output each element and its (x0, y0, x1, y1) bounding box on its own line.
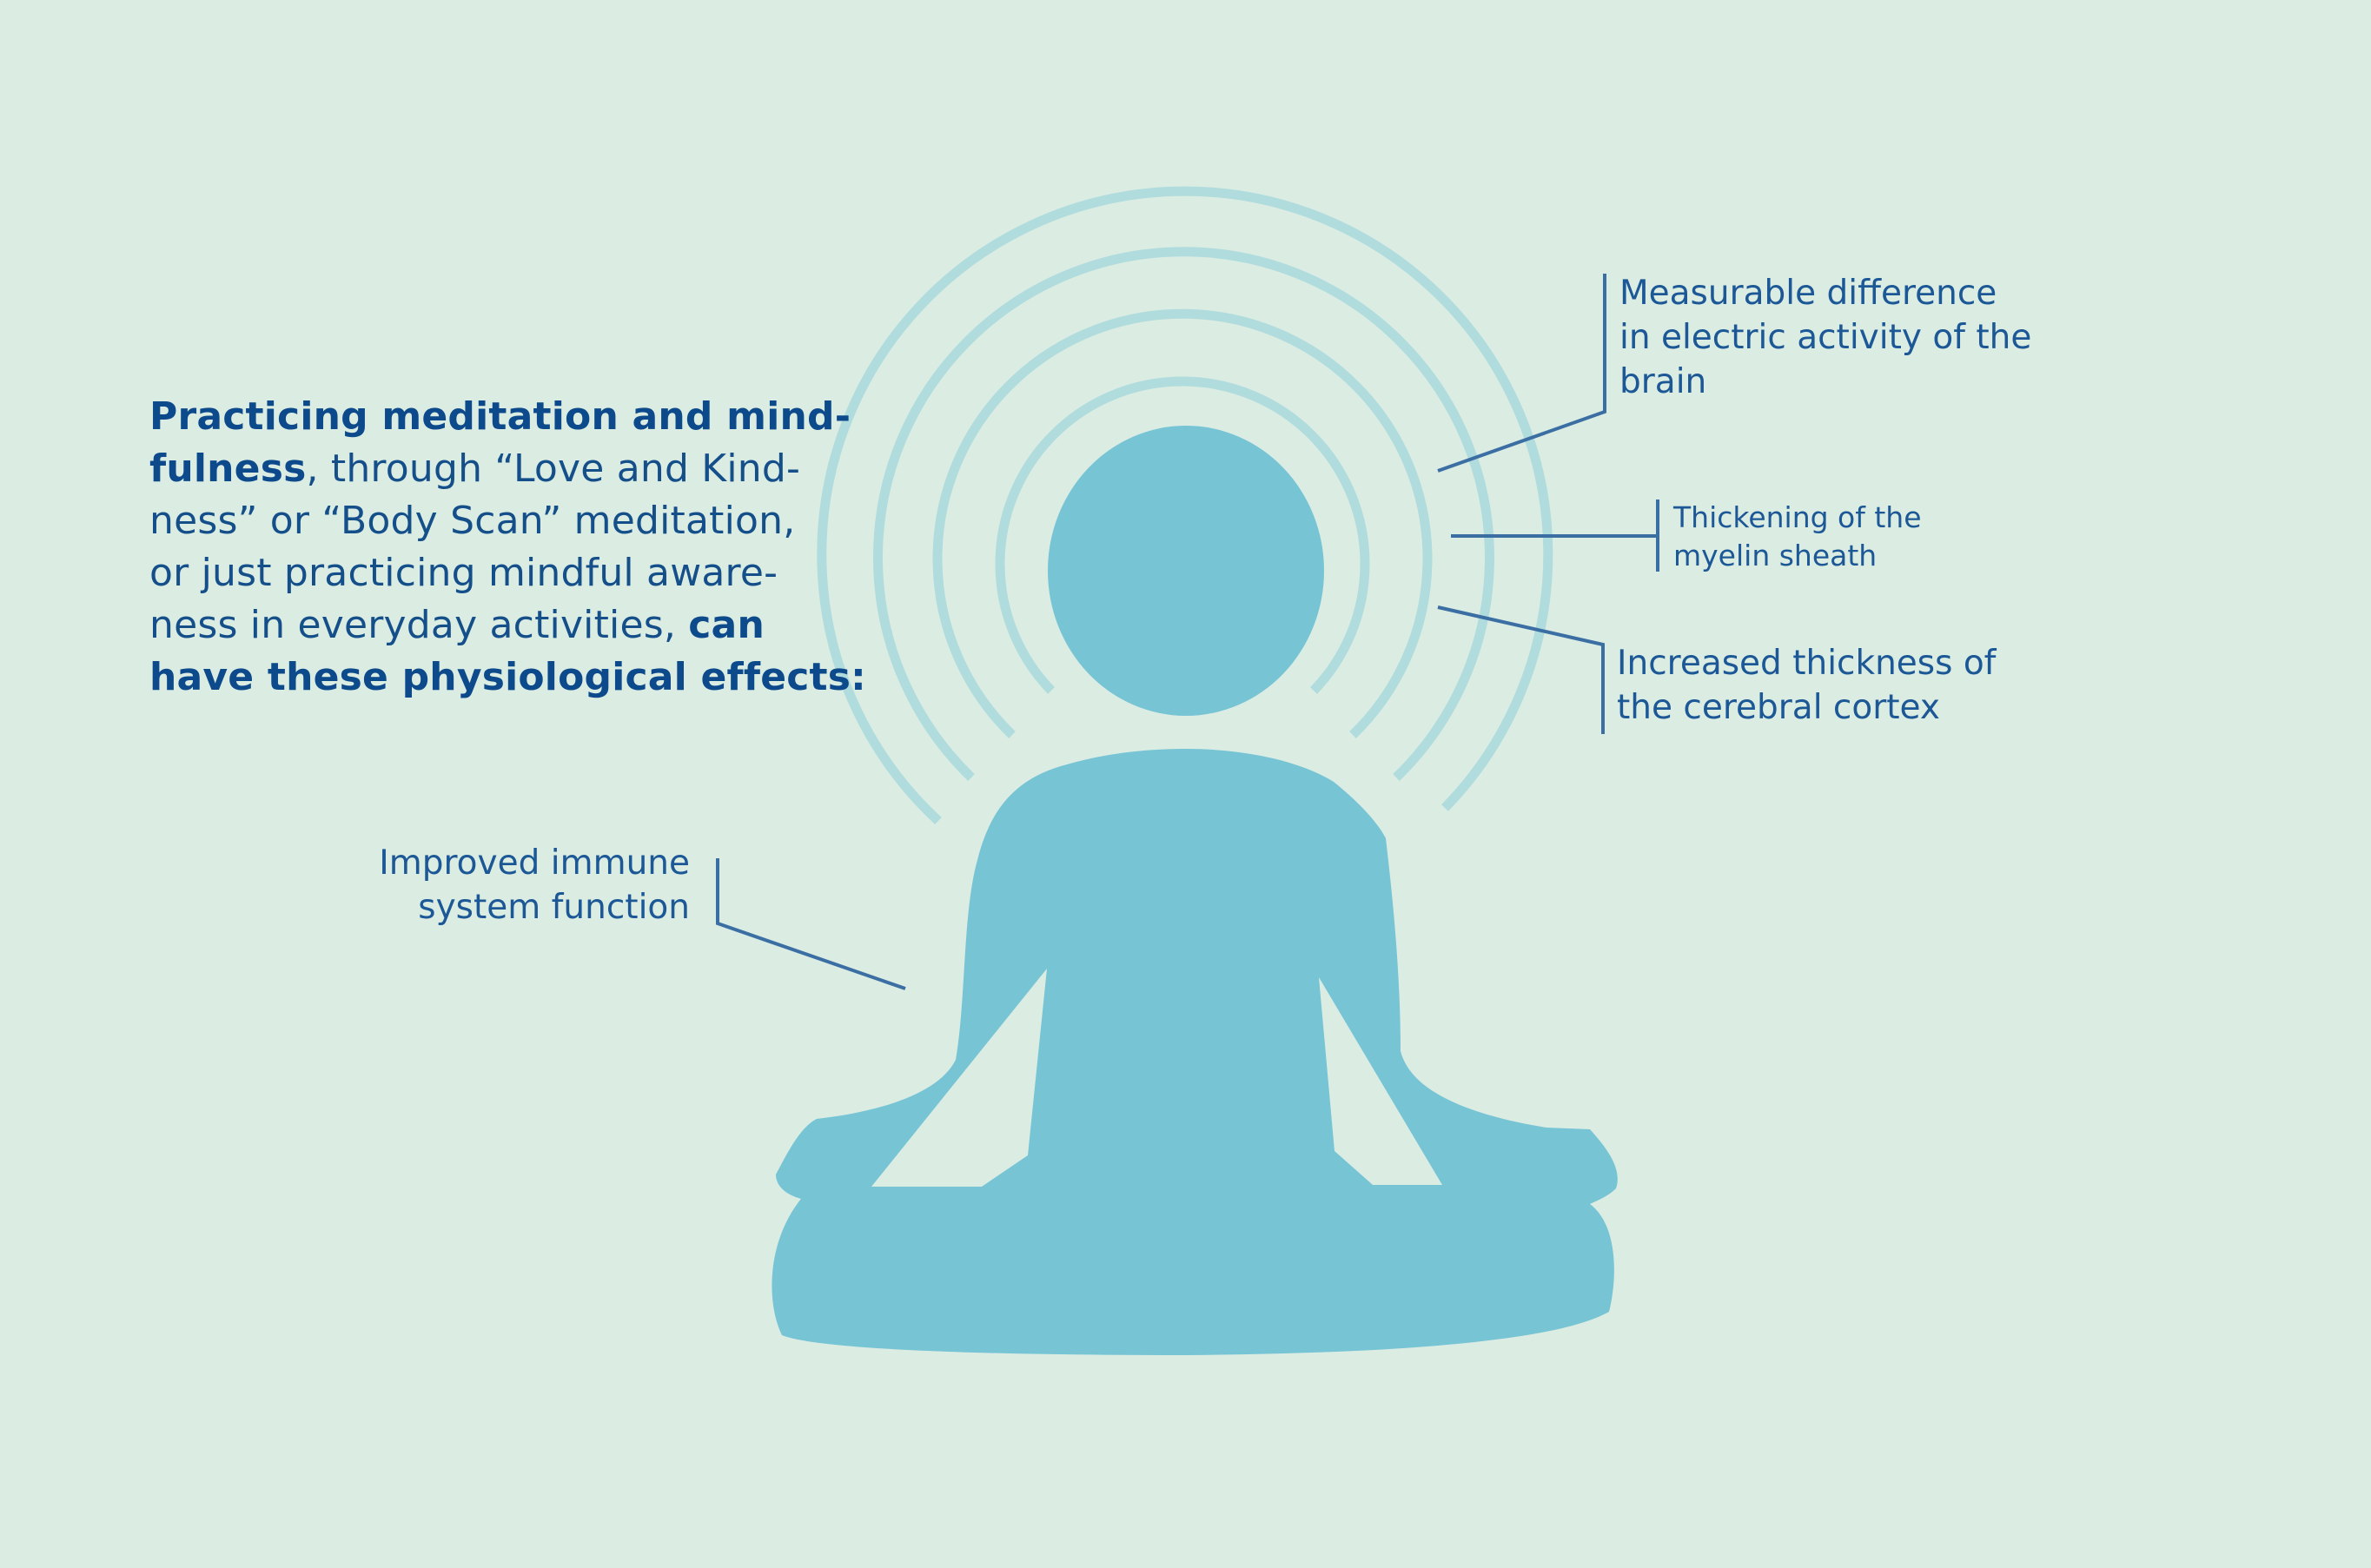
intro-paragraph: Practicing meditation and mind- fulness,… (149, 391, 866, 704)
myelin-line-1: Thickening of the (1673, 500, 1922, 534)
intro-line-6: have these physiological effects: (149, 652, 866, 704)
cortex-line-2: the cerebral cortex (1617, 688, 1940, 727)
effect-label-myelin: Thickening of the myelin sheath (1673, 499, 1922, 575)
brain-wave-rings (817, 186, 1553, 825)
right-arm-gap (1319, 977, 1442, 1185)
effect-label-immune: Improved immune system function (374, 841, 690, 930)
intro-line-4: or just practicing mindful aware- (149, 551, 778, 595)
intro-line-2: fulness, through “Love and Kind- (149, 443, 844, 495)
cortex-line-1: Increased thickness of (1617, 644, 1997, 683)
immune-line-2: system function (418, 888, 690, 927)
immune-line-1: Improved immune (379, 844, 690, 883)
arm-gaps (871, 969, 1442, 1187)
effect-label-brain-activity: Measurable difference in electric activi… (1619, 271, 2031, 404)
callout-immune-line (716, 858, 906, 990)
meditating-person-icon (772, 426, 1618, 1355)
wave-ring-1 (995, 376, 1370, 694)
brain-activity-line-2: in electric activity of the (1619, 318, 2032, 357)
callout-lines (716, 274, 1659, 990)
wave-ring-4 (817, 186, 1553, 825)
myelin-line-2: myelin sheath (1673, 539, 1878, 572)
callout-brain-line (1437, 274, 1606, 473)
brain-activity-line-1: Measurable difference (1619, 274, 1997, 313)
person-head (1048, 426, 1324, 716)
intro-bold-lead: Practicing meditation and mind- (149, 394, 851, 439)
left-arm-gap (871, 969, 1047, 1187)
person-body (772, 749, 1618, 1355)
intro-bold-lead-cont: fulness (149, 447, 307, 491)
wave-ring-3 (873, 247, 1494, 781)
intro-line-1: Practicing meditation and mind- (149, 391, 851, 443)
intro-bold-conclusion: can (688, 603, 765, 647)
intro-text: , through “Love and Kind- (306, 447, 801, 491)
intro-line-5: ness in everyday activities, can (149, 599, 844, 652)
callout-cortex-line (1437, 605, 1605, 734)
intro-bold-conclusion-cont: have these physiological effects: (149, 655, 866, 699)
effect-label-cortex: Increased thickness of the cerebral cort… (1617, 641, 1996, 730)
brain-activity-line-3: brain (1619, 362, 1707, 401)
intro-text-end: ness in everyday activities, (149, 603, 689, 647)
intro-line-3: ness” or “Body Scan” meditation, (149, 499, 796, 543)
wave-ring-2 (932, 308, 1433, 738)
